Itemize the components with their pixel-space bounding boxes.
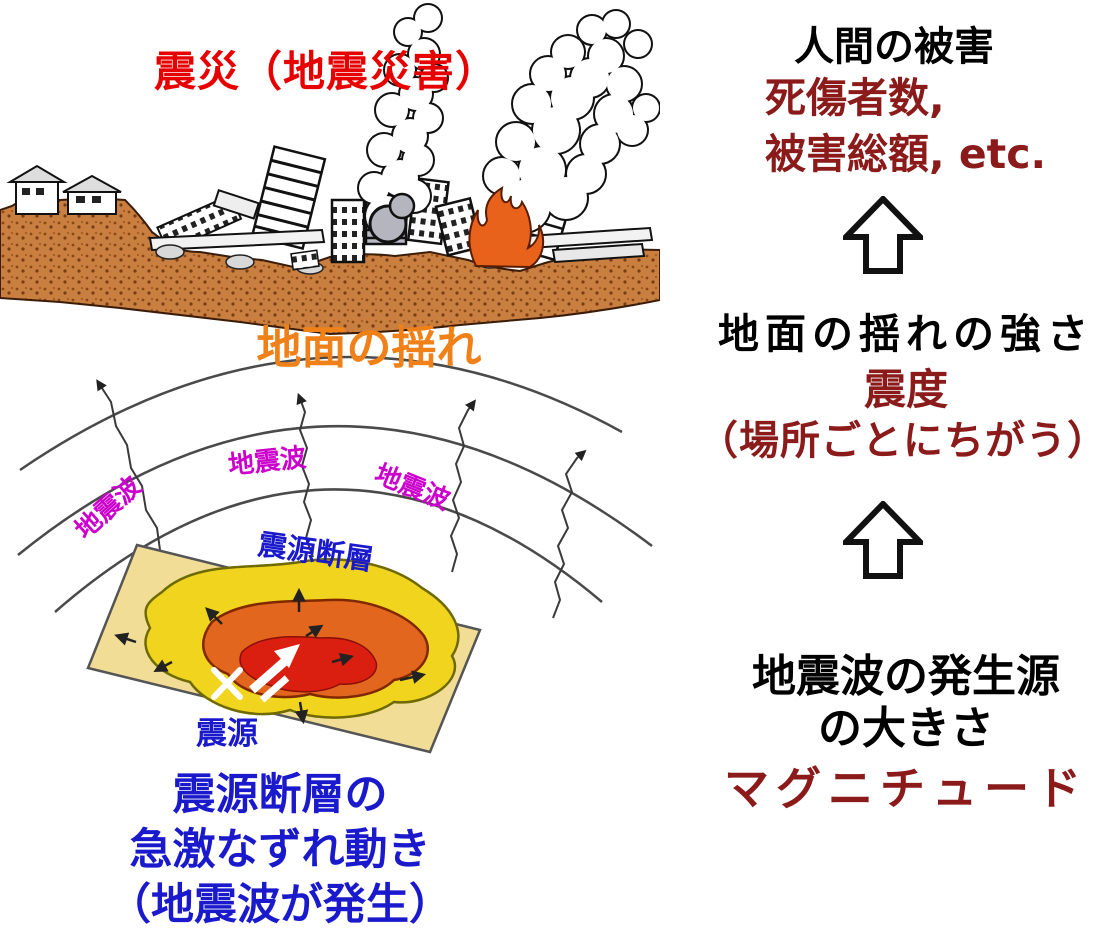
human-damage-line2: 被害総額, etc. <box>765 130 1047 178</box>
magnitude-term: マグニチュード <box>723 762 1088 815</box>
destroyed-city-illustration <box>0 3 660 336</box>
main-title: 震災（地震災害） <box>153 47 498 96</box>
fault-slip-caption: 震源断層の 急激なずれ動き （地震波が発生） <box>30 768 530 933</box>
shaking-strength-title: 地面の揺れの強さ <box>718 310 1094 358</box>
seismic-intensity-note: （場所ごとにちがう） <box>698 418 1108 464</box>
wave-source-size-line2: の大きさ <box>818 703 994 754</box>
ground-shaking-label: 地面の揺れ <box>256 321 482 374</box>
fault-plane <box>86 543 482 754</box>
slip-direction-arrow-icon <box>249 644 300 703</box>
up-arrow-icon <box>843 196 923 274</box>
fire <box>468 185 545 269</box>
hypocenter-cross-icon <box>211 667 243 700</box>
fault-slip-caption-line1: 震源断層の <box>172 770 388 820</box>
ground <box>0 196 660 336</box>
human-damage-line1: 死傷者数, <box>765 74 945 122</box>
fault-slip-caption-line3: （地震波が発生） <box>108 880 452 930</box>
houses <box>6 164 122 215</box>
human-damage-details: 死傷者数, 被害総額, etc. <box>765 70 1046 182</box>
smoke-plume-left <box>357 3 449 244</box>
seismic-wave-diagram <box>17 355 653 754</box>
human-damage-title: 人間の被害 <box>794 24 994 70</box>
fault-slip-caption-line2: 急激なずれ動き <box>129 825 431 875</box>
up-arrow-icon <box>843 501 923 579</box>
seismic-intensity-term: 震度 <box>863 365 948 414</box>
wave-source-size-line1: 地震波の発生源 <box>752 651 1060 702</box>
hypocenter-label: 震源 <box>196 716 258 752</box>
